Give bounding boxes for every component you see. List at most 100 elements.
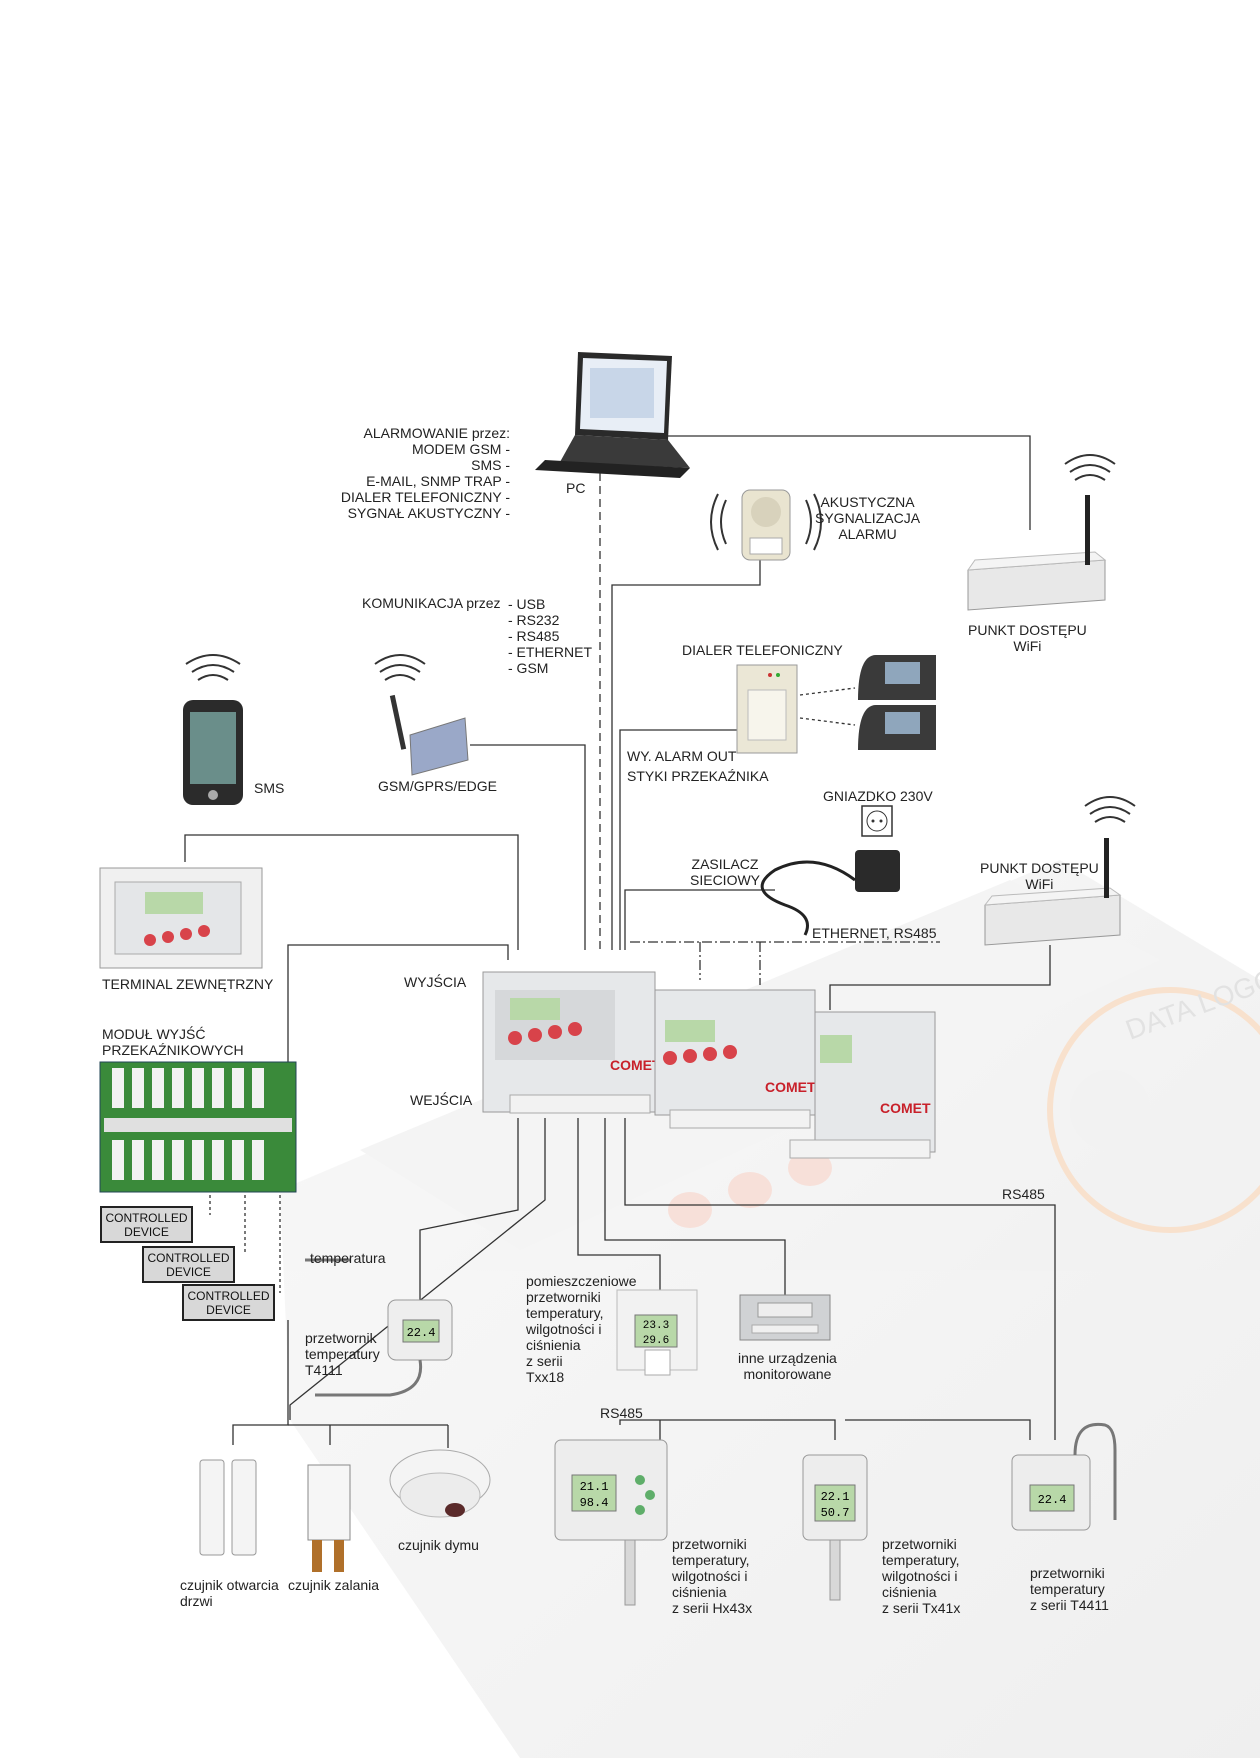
desk-phones-image xyxy=(858,655,936,750)
controlled-device-box: CONTROLLED DEVICE xyxy=(100,1206,193,1243)
data-logger-third-image: COMET xyxy=(789,1011,936,1159)
terminal-label: TERMINAL ZEWNĘTRZNY xyxy=(102,976,274,992)
acoustic-label: AKUSTYCZNA SYGNALIZACJA ALARMU xyxy=(815,494,920,542)
door-sensor-image xyxy=(199,1459,257,1556)
controlled-device-line: CONTROLLED xyxy=(147,1251,230,1265)
txx18-line: wilgotności i xyxy=(526,1321,602,1337)
door-sensor-label: czujnik otwarcia drzwi xyxy=(180,1577,279,1609)
relay-module-line: MODUŁ WYJŚĆ xyxy=(102,1026,206,1042)
alarming-item: SYGNAŁ AKUSTYCZNY - xyxy=(347,505,510,521)
txx18-line: pomieszczeniowe xyxy=(526,1273,637,1289)
hx43-display-top: 21.1 xyxy=(580,1480,609,1494)
communication-item: - ETHERNET xyxy=(508,644,592,660)
logger-brand-text-2: COMET xyxy=(765,1079,816,1095)
t4411-line: temperatury xyxy=(1030,1581,1105,1597)
psu-label: ZASILACZ SIECIOWY xyxy=(690,856,760,888)
t4111-transmitter-image: 22.4 xyxy=(305,1258,453,1397)
wifi-top-line: WiFi xyxy=(1013,638,1042,654)
hx43-line: temperatury, xyxy=(672,1552,750,1568)
controlled-device-box: CONTROLLED DEVICE xyxy=(182,1284,275,1321)
alarm-out-line: STYKI PRZEKAŹNIKA xyxy=(627,768,769,784)
other-devices-label: inne urządzenia monitorowane xyxy=(738,1350,837,1382)
door-sensor-line: drzwi xyxy=(180,1593,213,1609)
power-adapter-image xyxy=(760,850,900,936)
t4411-label: przetworniki temperatury z serii T4411 xyxy=(1030,1565,1109,1613)
connection-lines xyxy=(184,435,1056,1448)
tx41-line: temperatury, xyxy=(882,1552,960,1568)
pc-label: PC xyxy=(566,480,586,496)
t4411-display: 22.4 xyxy=(1038,1493,1067,1507)
other-devices-line: monitorowane xyxy=(743,1366,832,1382)
relay-module-image xyxy=(99,1061,297,1193)
flood-sensor-image xyxy=(307,1464,351,1572)
hx43-line: z serii Hx43x xyxy=(672,1600,753,1616)
tx41-display-top: 22.1 xyxy=(821,1490,850,1504)
alarm-out-label: WY. ALARM OUT STYKI PRZEKAŹNIKA xyxy=(627,748,769,784)
smoke-sensor-image xyxy=(389,1449,491,1518)
txx18-line: temperatury, xyxy=(526,1305,604,1321)
txx18-label: pomieszczeniowe przetworniki temperatury… xyxy=(526,1273,637,1385)
alarming-item: MODEM GSM - xyxy=(412,441,510,457)
gsm-label: GSM/GPRS/EDGE xyxy=(378,778,498,794)
psu-line: SIECIOWY xyxy=(690,872,761,888)
alarm-out-line: WY. ALARM OUT xyxy=(627,748,737,764)
tx41-line: z serii Tx41x xyxy=(882,1600,961,1616)
wifi-top-line: PUNKT DOSTĘPU xyxy=(968,622,1087,638)
acoustic-alarm-image xyxy=(710,489,822,561)
alarming-title: ALARMOWANIE przez: xyxy=(363,425,510,441)
controlled-device-line: DEVICE xyxy=(124,1225,169,1239)
t4111-line: temperatury xyxy=(305,1346,380,1362)
tx41-line: wilgotności i xyxy=(882,1568,958,1584)
t4111-line: przetwornik xyxy=(305,1330,377,1346)
tx41-line: ciśnienia xyxy=(882,1584,937,1600)
door-sensor-line: czujnik otwarcia xyxy=(180,1577,279,1593)
wifi-router-mid-image xyxy=(983,796,1136,946)
relay-module-label: MODUŁ WYJŚĆ PRZEKAŹNIKOWYCH xyxy=(102,1026,244,1058)
data-logger-main-image: COMET xyxy=(482,971,661,1114)
rs485-right-label: RS485 xyxy=(1002,1186,1045,1202)
communication-title: KOMUNIKACJA przez xyxy=(362,595,501,611)
controlled-device-line: CONTROLLED xyxy=(187,1289,270,1303)
hx43-line: wilgotności i xyxy=(672,1568,748,1584)
wifi-router-top-image xyxy=(966,454,1116,611)
tx41-display-bottom: 50.7 xyxy=(821,1506,850,1520)
logger-brand-text-3: COMET xyxy=(880,1100,931,1116)
controlled-device-line: DEVICE xyxy=(166,1265,211,1279)
hx43-display-bottom: 98.4 xyxy=(580,1496,609,1510)
controlled-device-line: DEVICE xyxy=(206,1303,251,1317)
socket-label: GNIAZDKO 230V xyxy=(823,788,933,804)
hx43-transmitter-image: 21.1 98.4 xyxy=(554,1439,668,1606)
acoustic-line: ALARMU xyxy=(838,526,897,542)
tx41-line: przetworniki xyxy=(882,1536,957,1552)
wifi-mid-label: PUNKT DOSTĘPU WiFi xyxy=(980,860,1099,892)
controlled-device-box: CONTROLLED DEVICE xyxy=(142,1246,235,1283)
outputs-label: WYJŚCIA xyxy=(404,974,467,990)
communication-item: - RS232 xyxy=(508,612,560,628)
hx43-label: przetworniki temperatury, wilgotności i … xyxy=(672,1536,752,1616)
relay-module-line: PRZEKAŹNIKOWYCH xyxy=(102,1042,244,1058)
gsm-modem-image xyxy=(374,654,469,776)
laptop-pc-image xyxy=(535,352,690,478)
txx18-display-top: 23.3 xyxy=(643,1320,669,1332)
dialer-label: DIALER TELEFONICZNY xyxy=(682,642,843,658)
hx43-line: przetworniki xyxy=(672,1536,747,1552)
acoustic-line: SYGNALIZACJA xyxy=(815,510,921,526)
wifi-top-label: PUNKT DOSTĘPU WiFi xyxy=(968,622,1087,654)
acoustic-line: AKUSTYCZNA xyxy=(820,494,915,510)
alarming-list: ALARMOWANIE przez: MODEM GSM - SMS - E-M… xyxy=(341,425,510,521)
t4111-label: przetwornik temperatury T4111 xyxy=(305,1330,380,1378)
communication-item: - USB xyxy=(508,596,546,612)
logger-brand-text-1: COMET xyxy=(610,1057,661,1073)
smoke-sensor-label: czujnik dymu xyxy=(398,1537,479,1553)
psu-line: ZASILACZ xyxy=(691,856,759,872)
t4411-line: z serii T4411 xyxy=(1030,1597,1109,1613)
temperature-label: temperatura xyxy=(310,1250,386,1266)
txx18-line: przetworniki xyxy=(526,1289,601,1305)
other-devices-line: inne urządzenia xyxy=(738,1350,837,1366)
mobile-phone-image xyxy=(183,654,243,805)
txx18-line: ciśnienia xyxy=(526,1337,581,1353)
data-logger-second-image: COMET xyxy=(654,989,816,1129)
hx43-line: ciśnienia xyxy=(672,1584,727,1600)
communication-list: - USB - RS232 - RS485 - ETHERNET - GSM xyxy=(508,596,592,676)
